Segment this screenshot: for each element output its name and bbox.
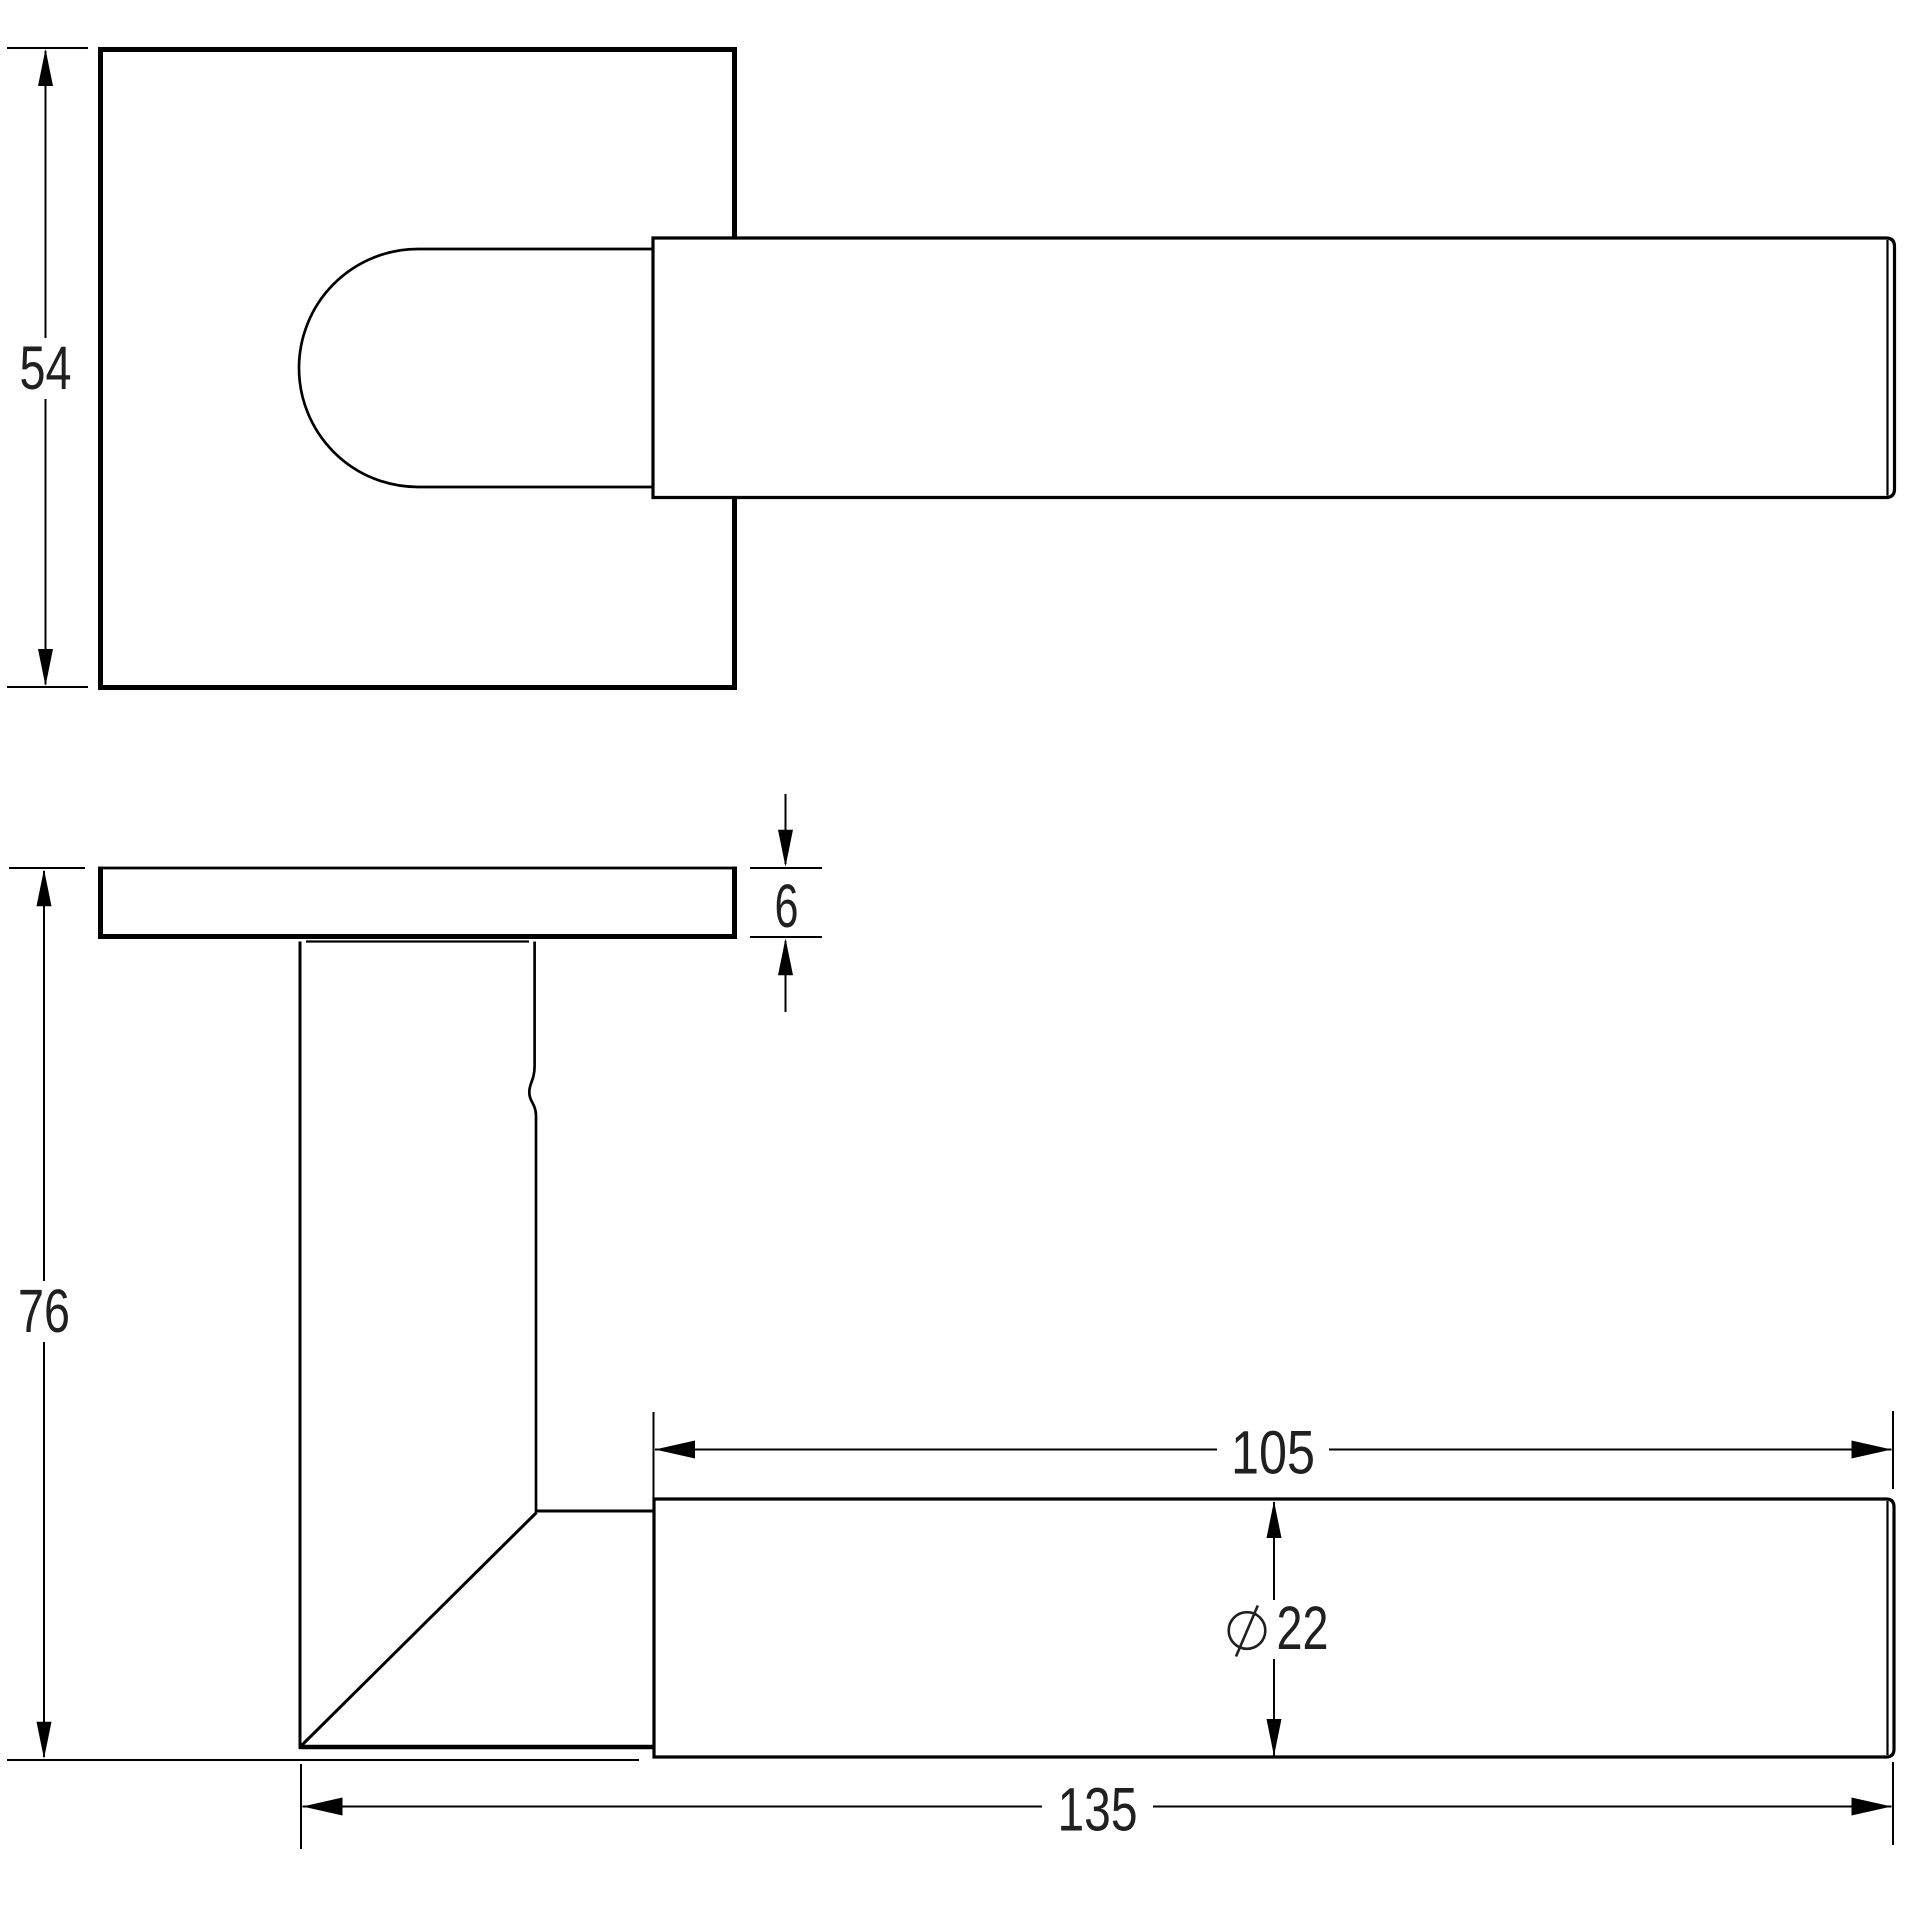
svg-text:22: 22 — [1277, 1594, 1329, 1662]
svg-text:6: 6 — [775, 872, 799, 940]
svg-text:135: 135 — [1058, 1776, 1138, 1844]
svg-text:105: 105 — [1231, 1419, 1315, 1487]
svg-text:76: 76 — [18, 1277, 70, 1345]
svg-text:54: 54 — [20, 334, 72, 402]
